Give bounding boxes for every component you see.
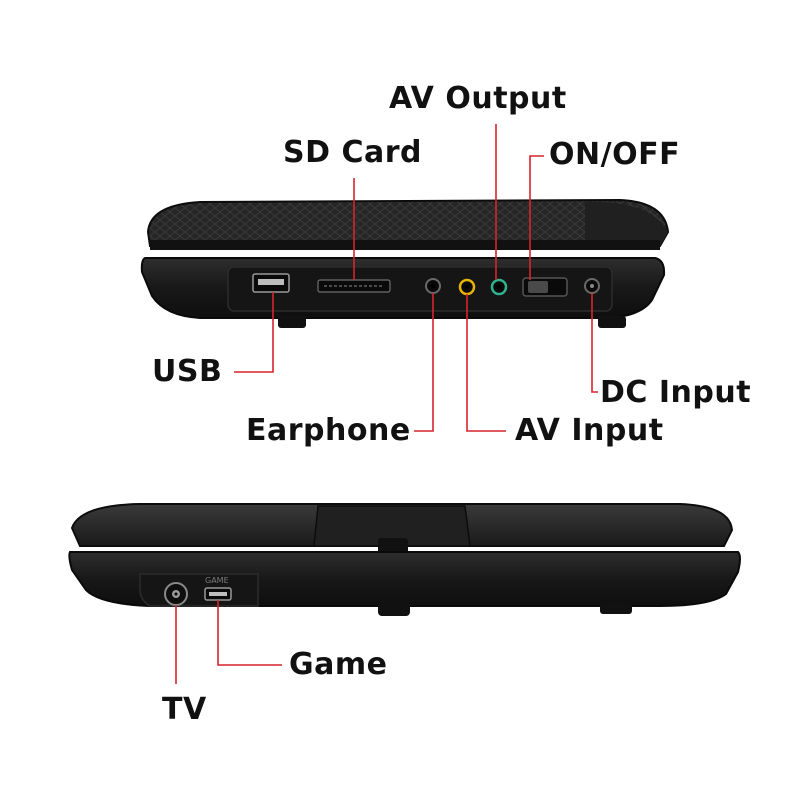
device-foot — [598, 316, 626, 328]
earphone-label: Earphone — [246, 413, 411, 448]
device-foot — [378, 600, 410, 616]
on-off-callout-line — [529, 155, 544, 280]
device-foot — [600, 602, 632, 614]
game-label: Game — [289, 647, 388, 682]
earphone-callout-line — [414, 293, 434, 432]
dc-input-label: DC Input — [600, 375, 752, 410]
top-device-side-view — [140, 198, 670, 328]
port-panel-bottom — [139, 573, 259, 607]
tv-label: TV — [162, 692, 207, 727]
power-switch-icon — [522, 277, 568, 297]
device-foot — [278, 316, 306, 328]
lid-hinge-cover — [585, 201, 668, 246]
port-panel — [227, 266, 613, 312]
callout-lines — [175, 124, 598, 684]
game-port-marking: GAME — [205, 576, 229, 585]
av-output-jack-icon — [490, 278, 508, 296]
tv-antenna-jack-icon — [164, 582, 188, 606]
av-input-label: AV Input — [515, 413, 664, 448]
usb-callout-line — [234, 292, 274, 373]
av-input-jack-icon — [458, 278, 476, 296]
hinge-post — [378, 538, 408, 554]
game-port-icon: GAME — [204, 576, 232, 601]
sd-slot-icon — [317, 279, 391, 293]
av-output-label: AV Output — [389, 81, 567, 116]
on-off-label: ON/OFF — [549, 137, 681, 172]
earphone-jack-icon — [425, 278, 441, 294]
device-lid-top — [146, 198, 670, 247]
dc-jack-icon — [584, 278, 600, 294]
game-callout-line — [217, 600, 282, 666]
bottom-device-side-view: GAME — [68, 503, 741, 616]
lid-edge — [150, 240, 660, 250]
av-input-callout-line — [466, 294, 506, 432]
hinge-block — [313, 505, 471, 547]
usb-label: USB — [152, 354, 223, 389]
dc-input-callout-line — [591, 293, 598, 393]
sd-card-label: SD Card — [283, 135, 422, 170]
usb-port-icon — [252, 273, 290, 293]
